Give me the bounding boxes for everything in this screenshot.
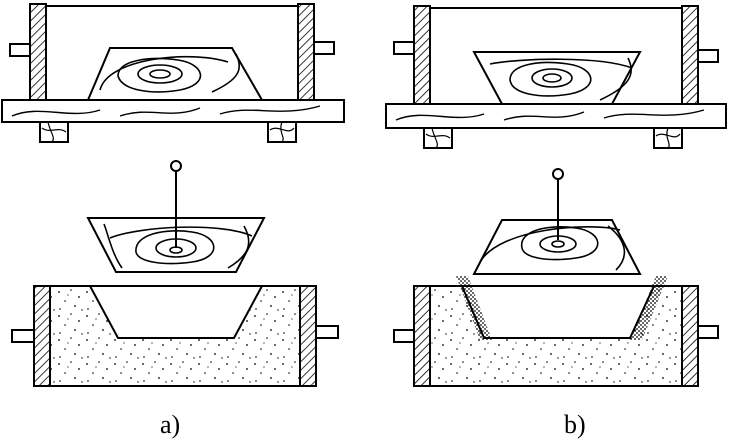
board-grain [395,109,705,121]
flask-wall-right [297,3,315,103]
crumbled-sand-right [630,276,668,340]
flask-wall-left [413,285,431,387]
crumbled-sand-left [456,276,492,340]
flask-wall-right [681,285,699,387]
panel-b-caption: b) [564,410,586,439]
flask-lug-right [697,325,719,339]
flask-lug-right [315,325,339,339]
support-block-left [39,121,69,143]
flask-lug-left [393,41,415,55]
panel-a-bottom-assembly [11,160,339,387]
draw-spike-eye [170,160,182,172]
wood-grain-rings [489,57,633,101]
flask-wall-left [29,3,47,103]
flask-lug-right [697,49,719,63]
panel-a-caption: a) [160,410,181,439]
flask-wall-right [681,5,699,105]
flask-wall-right [299,285,317,387]
flask-lug-left [9,43,31,57]
panel-a-top-assembly [1,3,345,143]
board-grain [11,105,321,117]
flask-lug-right [313,41,335,55]
flask-lug-left [393,329,415,343]
panel-b-bottom-assembly [393,168,719,387]
mold-cavity [88,285,264,339]
panel-b-top-assembly [385,5,727,149]
flask-wall-left [33,285,51,387]
support-block-left [423,127,453,149]
flask-wall-left [413,5,431,105]
flask-lug-left [11,329,35,343]
wood-grain-rings [99,53,241,93]
pattern-piece [86,47,264,101]
molding-board [1,99,345,123]
draw-spike-eye [552,168,564,180]
mold-cavity [460,285,656,339]
